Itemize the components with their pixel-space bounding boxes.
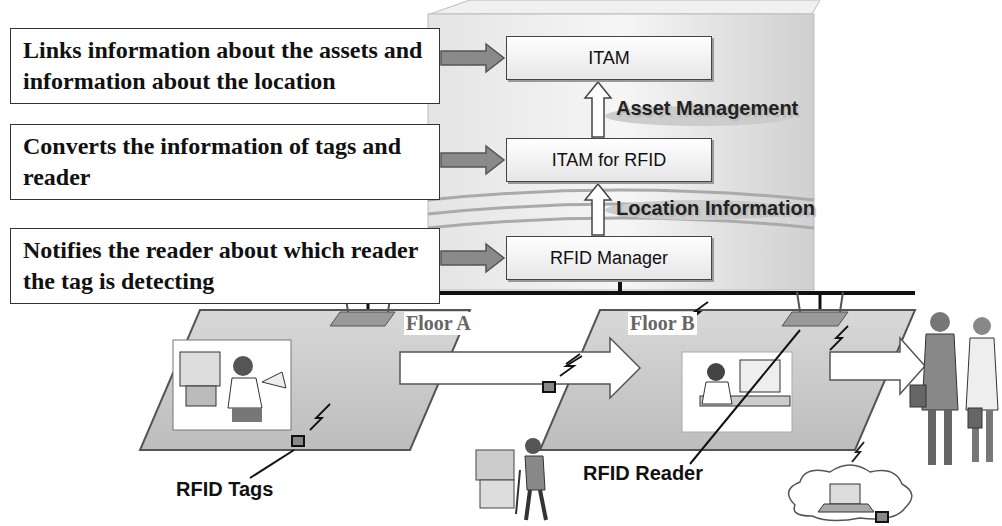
callout-box: Links information about the assets and i… xyxy=(10,28,440,104)
node-text: Notifies the reader about which reader t… xyxy=(23,235,427,297)
node-text: RFID Manager xyxy=(550,248,668,269)
callout-arrow xyxy=(441,244,504,272)
part-label: RFID Tags xyxy=(176,478,273,501)
node-text: ITAM for RFID xyxy=(552,150,667,171)
move-arrow xyxy=(400,338,640,398)
data-flow-arrow xyxy=(585,184,611,235)
floor-label: Floor B xyxy=(628,312,697,335)
software-module: ITAM for RFID xyxy=(506,138,712,182)
floor-label: Floor A xyxy=(404,312,473,335)
radio-wave xyxy=(310,302,848,430)
callout-arrow xyxy=(441,44,504,72)
callout-box: Converts the information of tags and rea… xyxy=(10,124,440,200)
business-people xyxy=(910,312,998,465)
part-label: RFID Reader xyxy=(583,462,703,485)
data-flow-arrow xyxy=(585,82,611,137)
node-text: Converts the information of tags and rea… xyxy=(23,131,427,193)
node-text: Links information about the assets and i… xyxy=(23,35,427,97)
delivery-worker xyxy=(476,438,546,520)
server-tower xyxy=(428,0,820,290)
office-worker xyxy=(173,340,291,430)
flow-label: Location Information xyxy=(616,197,815,220)
node-text: ITAM xyxy=(588,48,630,69)
rfid-tag xyxy=(292,316,888,522)
software-module: ITAM xyxy=(506,36,712,80)
office-worker xyxy=(682,352,792,432)
leader-line xyxy=(250,450,294,478)
mobile-cloud xyxy=(789,442,912,521)
software-module: RFID Manager xyxy=(506,236,712,280)
leader-line xyxy=(690,330,800,464)
flow-label: Asset Management xyxy=(616,97,798,120)
callout-box: Notifies the reader about which reader t… xyxy=(10,228,440,304)
callout-arrow xyxy=(441,146,504,174)
